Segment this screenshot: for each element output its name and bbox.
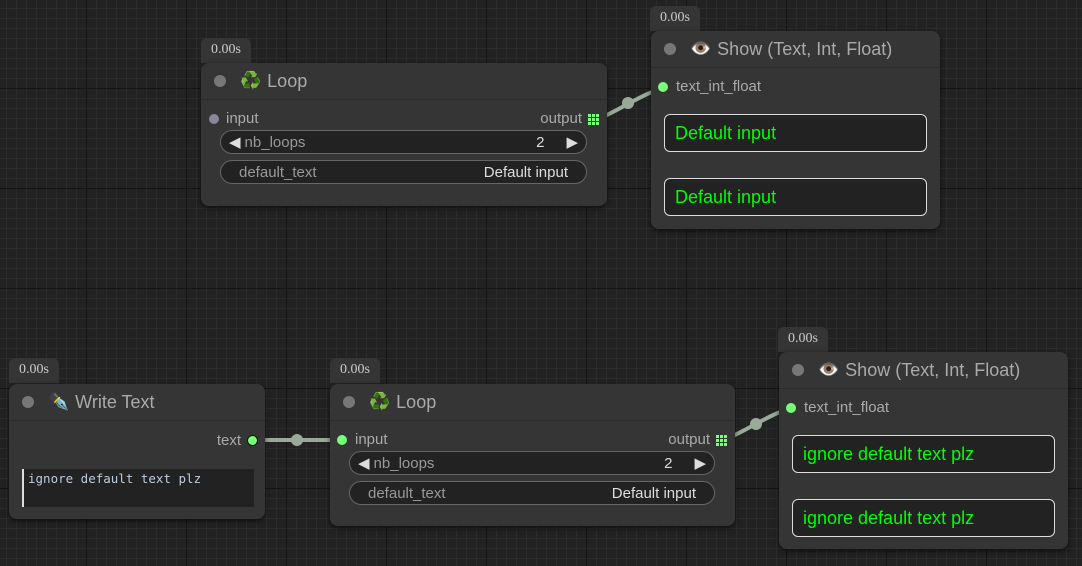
output-text-box[interactable]: ignore default text plz [792, 435, 1055, 473]
output-text-box[interactable]: Default input [664, 114, 927, 152]
input-label: input [355, 431, 388, 448]
input-slot[interactable] [337, 435, 347, 445]
input-slot[interactable] [786, 403, 796, 413]
eye-icon: 👁️ [690, 39, 712, 58]
node-title: Show (Text, Int, Float) [845, 359, 1021, 380]
input-label: text_int_float [676, 78, 762, 95]
timing-badge: 0.00s [650, 6, 700, 31]
widget-label: nb_loops [244, 133, 306, 151]
default-text-field[interactable]: default_text Default input [349, 481, 715, 505]
nb-loops-stepper[interactable]: ◀nb_loops 2 ▶ [349, 451, 715, 475]
widget-value: Default input [483, 163, 568, 181]
decrement-arrow-icon[interactable]: ◀ [358, 455, 370, 472]
widget-label: nb_loops [373, 454, 435, 472]
input-slot[interactable] [658, 82, 668, 92]
pen-icon: ✒️ [48, 392, 70, 411]
show-node[interactable]: 👁️ Show (Text, Int, Float) text_int_float… [779, 352, 1068, 549]
text-input[interactable]: ignore default text plz [22, 469, 254, 507]
output-label: text [216, 432, 241, 449]
link-midpoint[interactable] [750, 418, 762, 430]
default-text-field[interactable]: default_text Default input [220, 160, 587, 184]
timing-badge: 0.00s [778, 327, 828, 352]
increment-arrow-icon[interactable]: ▶ [694, 455, 706, 472]
widget-value: 2 [536, 133, 545, 151]
collapse-toggle[interactable] [664, 43, 676, 55]
node-title: Show (Text, Int, Float) [717, 38, 893, 59]
recycle-icon: ♻️ [369, 392, 391, 411]
input-label: text_int_float [804, 399, 890, 416]
nb-loops-stepper[interactable]: ◀nb_loops 2 ▶ [220, 130, 587, 154]
timing-badge: 0.00s [330, 358, 380, 383]
recycle-icon: ♻️ [240, 71, 262, 90]
input-slot[interactable] [209, 114, 219, 124]
output-label: output [540, 110, 582, 127]
collapse-toggle[interactable] [214, 75, 226, 87]
write-text-node[interactable]: ✒️ Write Text text ignore default text pl… [9, 384, 265, 519]
list-output-slot-icon[interactable] [716, 434, 727, 446]
output-text-box[interactable]: Default input [664, 178, 927, 216]
widget-label: default_text [239, 163, 317, 181]
loop-node[interactable]: ♻️ Loop input output ◀nb_loops 2 ▶ default_… [201, 63, 607, 206]
list-output-slot-icon[interactable] [588, 113, 599, 125]
show-node[interactable]: 👁️ Show (Text, Int, Float) text_int_float… [651, 31, 940, 229]
widget-label: default_text [368, 484, 446, 502]
increment-arrow-icon[interactable]: ▶ [566, 134, 578, 151]
timing-badge: 0.00s [9, 358, 59, 383]
output-text-box[interactable]: ignore default text plz [792, 499, 1055, 537]
output-slot[interactable] [247, 435, 258, 446]
link-midpoint[interactable] [622, 97, 634, 109]
timing-badge: 0.00s [201, 38, 251, 63]
decrement-arrow-icon[interactable]: ◀ [229, 134, 241, 151]
link-midpoint[interactable] [291, 434, 303, 446]
collapse-toggle[interactable] [22, 396, 34, 408]
output-label: output [668, 431, 710, 448]
eye-icon: 👁️ [818, 360, 840, 379]
collapse-toggle[interactable] [792, 364, 804, 376]
loop-node[interactable]: ♻️ Loop input output ◀nb_loops 2 ▶ default_… [330, 384, 735, 526]
input-label: input [226, 110, 259, 127]
node-title: Write Text [75, 391, 155, 412]
collapse-toggle[interactable] [343, 396, 355, 408]
node-title: Loop [267, 70, 308, 91]
widget-value: 2 [664, 454, 673, 472]
node-title: Loop [396, 391, 437, 412]
widget-value: Default input [611, 484, 696, 502]
